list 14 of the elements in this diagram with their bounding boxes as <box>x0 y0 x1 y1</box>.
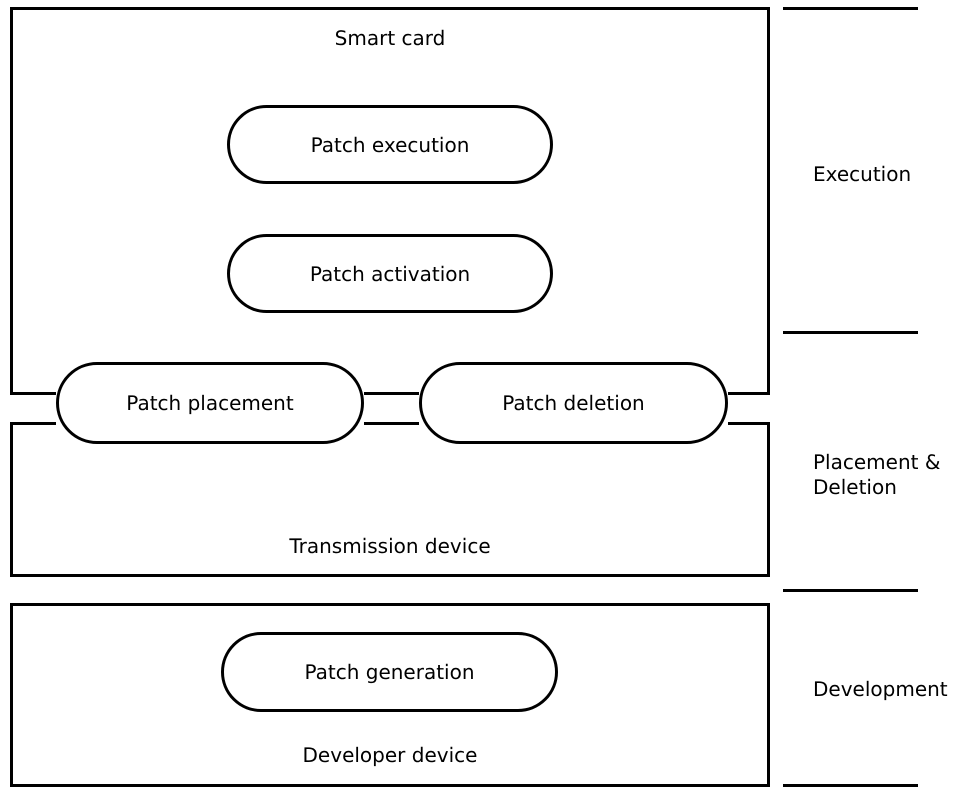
process-label: Patch placement <box>126 391 294 415</box>
phase-label: Placement & Deletion <box>813 450 942 500</box>
container-box <box>10 7 770 362</box>
process-label: Patch execution <box>310 132 470 156</box>
container-title: Smart card <box>334 26 446 50</box>
container-title: Transmission device <box>288 534 492 558</box>
process-label: Patch generation <box>304 660 475 684</box>
process-label: Patch activation <box>310 262 470 286</box>
phase-label: Development <box>813 677 948 702</box>
phase-label: Execution <box>813 162 912 187</box>
container-box <box>10 444 770 577</box>
container-box <box>10 603 770 787</box>
container-title: Developer device <box>302 743 478 767</box>
process-label: Patch deletion <box>502 391 645 415</box>
